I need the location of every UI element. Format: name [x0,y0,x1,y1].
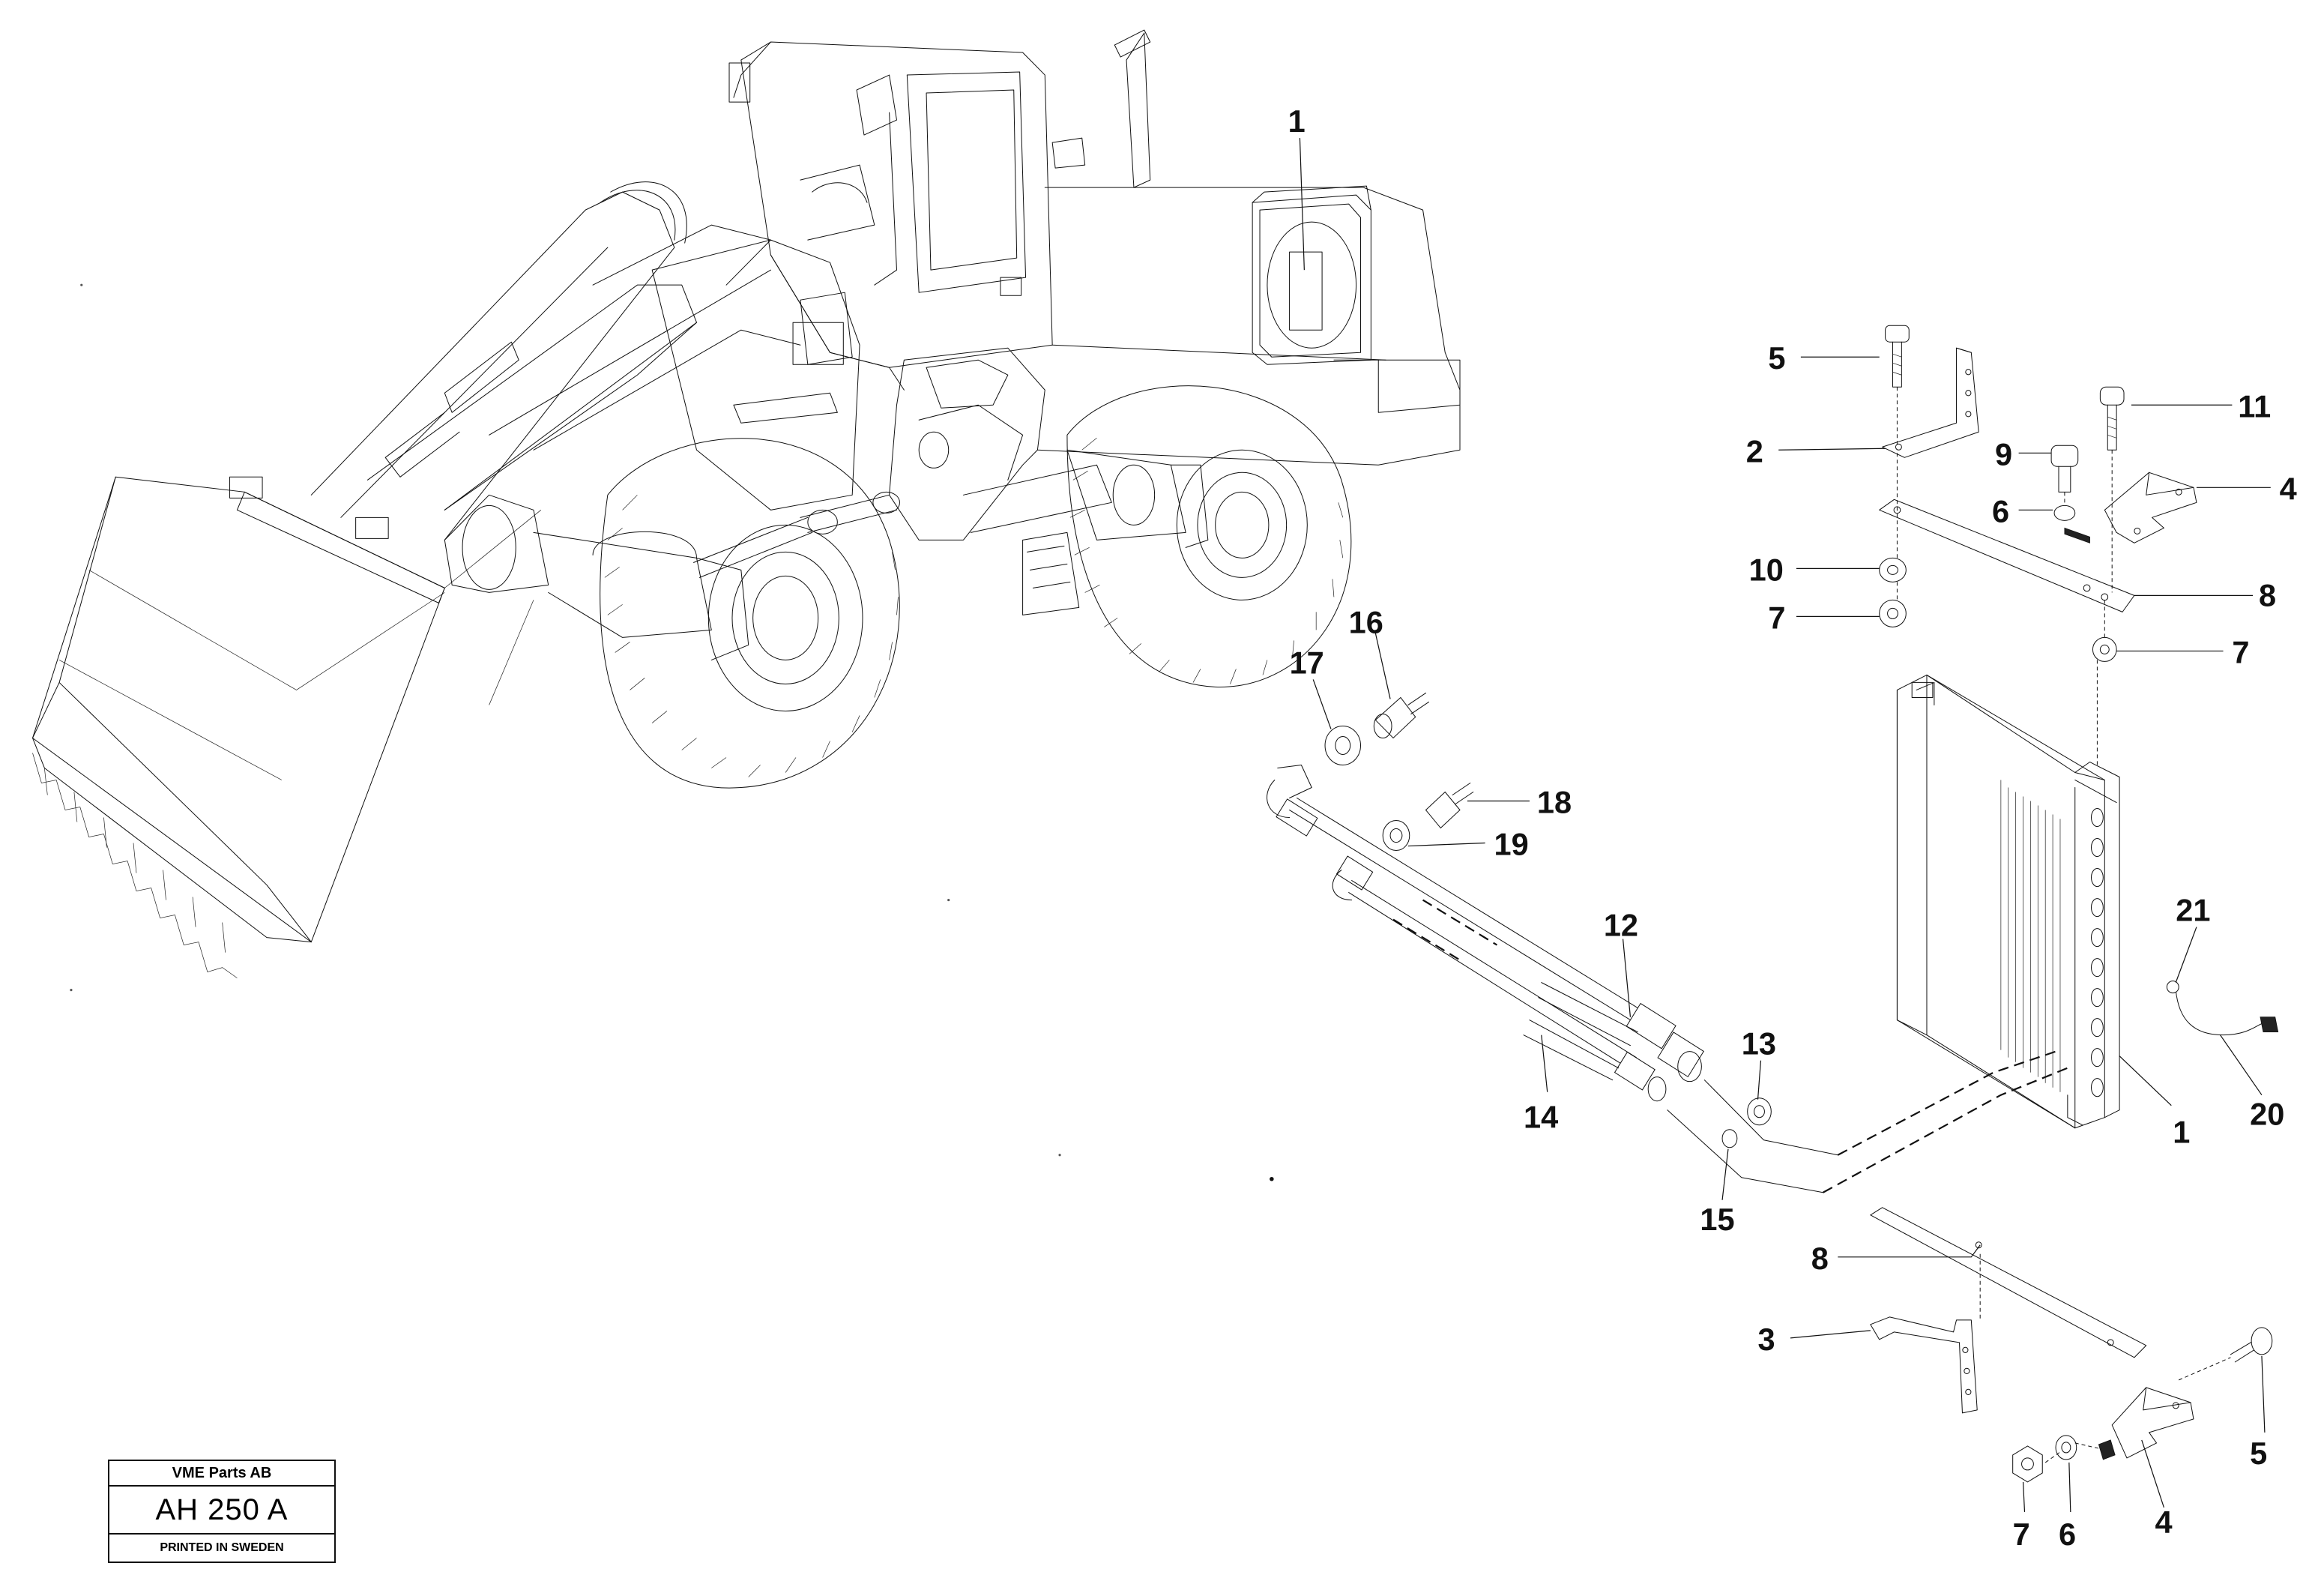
callout-2: 2 [1746,433,1763,469]
stamp-code: AH 250 A [109,1487,334,1535]
callout-8-top: 8 [2259,577,2276,612]
stamp-company: VME Parts AB [109,1461,334,1487]
callout-7-right: 7 [2232,634,2249,669]
upper-brackets [1880,325,2197,661]
callout-12: 12 [1604,907,1638,942]
loader-radiator [1252,186,1371,364]
loader-rear-body [1037,30,1460,465]
wheel-loader-illustration [33,30,1461,978]
callout-17: 17 [1290,645,1324,680]
stray-marks [70,283,1274,1181]
loader-bucket [33,477,541,978]
callout-1-top: 1 [1288,103,1306,139]
callout-6-top: 6 [1992,493,2009,528]
callout-numbers: 1 5 2 11 9 4 6 10 8 7 7 16 17 18 19 21 1… [1288,103,2297,1552]
callout-5-top: 5 [1768,340,1785,376]
loader-front-frame [652,240,860,510]
loader-rear-wheel [1067,386,1351,687]
loader-drivetrain [800,348,1111,615]
ground-cable [2167,981,2278,1035]
loader-cab [729,42,1052,390]
callout-7-left: 7 [1768,600,1785,635]
hoses-and-fittings [1267,693,2068,1192]
callout-15: 15 [1700,1202,1734,1237]
callout-18: 18 [1537,784,1572,819]
callout-5-bottom: 5 [2250,1436,2267,1471]
title-stamp: VME Parts AB AH 250 A PRINTED IN SWEDEN [108,1460,336,1563]
callout-6-bottom: 6 [2059,1517,2076,1552]
stamp-printed: PRINTED IN SWEDEN [160,1541,284,1554]
callout-10: 10 [1749,552,1784,587]
callout-8-bottom: 8 [1811,1241,1829,1276]
leader-lines [1300,138,2270,1512]
callout-3: 3 [1758,1322,1775,1357]
lower-brackets [1871,1208,2272,1482]
callout-7-bottom: 7 [2013,1517,2030,1552]
cooler-fins [2092,809,2104,1097]
loader-lift-arms [311,182,800,540]
callout-13: 13 [1742,1026,1776,1061]
callout-20: 20 [2250,1096,2284,1131]
callout-19: 19 [1494,826,1529,861]
callout-4-top: 4 [2280,471,2297,506]
callout-1-cooler: 1 [2173,1115,2190,1150]
loader-front-wheel [444,439,899,788]
callout-4-bottom: 4 [2155,1505,2173,1540]
oil-cooler [1897,675,2119,1127]
callout-9: 9 [1995,436,2012,472]
callout-16: 16 [1349,604,1383,639]
callout-21: 21 [2176,892,2210,927]
callout-11: 11 [2238,388,2271,424]
callout-14: 14 [1524,1099,1558,1134]
